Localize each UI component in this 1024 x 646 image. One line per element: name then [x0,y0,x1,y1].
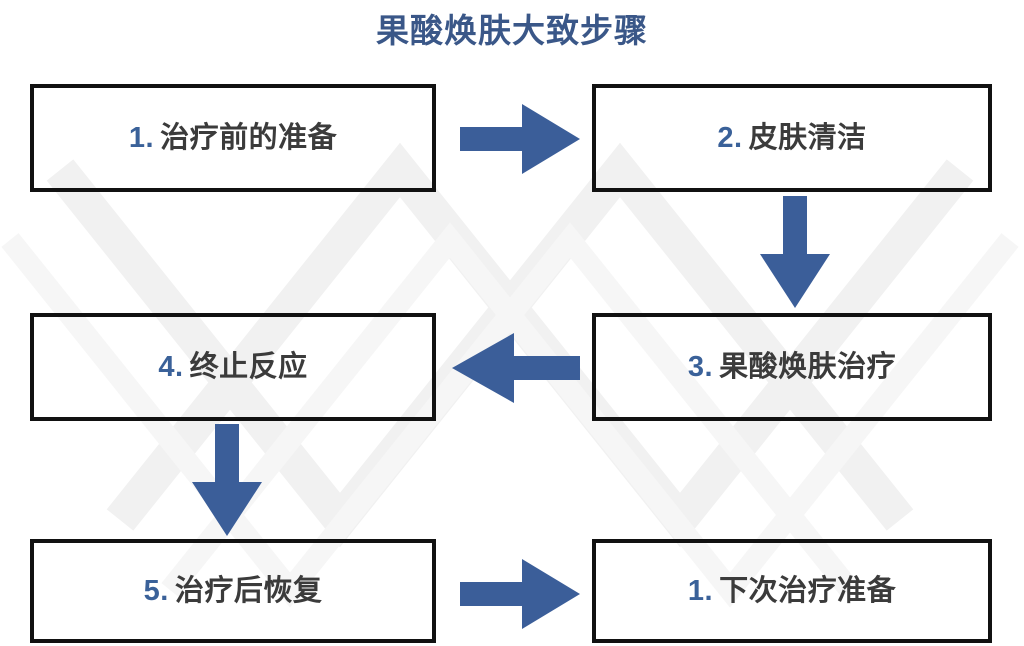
flow-node-step-3[interactable]: 3.果酸焕肤治疗 [592,313,992,421]
arrow-right-icon-step1-to-step2 [460,104,580,174]
flow-node-text: 下次治疗准备 [719,574,897,607]
flow-node-label: 2.皮肤清洁 [717,121,867,154]
arrow-down-icon-step2-to-step3 [760,196,830,308]
flow-node-text: 皮肤清洁 [748,121,867,154]
flow-node-label: 5.治疗后恢复 [143,574,323,607]
flow-node-number: 1. [687,574,714,607]
arrow-left-icon-step3-to-step4 [452,333,580,403]
flow-node-step-next[interactable]: 1.下次治疗准备 [592,539,992,643]
flow-node-number: 5. [143,574,169,607]
flow-node-step-2[interactable]: 2.皮肤清洁 [592,84,992,192]
flow-node-number: 1. [128,121,155,154]
arrow-down-icon-step4-to-step5 [192,424,262,536]
flow-node-text: 治疗后恢复 [174,574,323,607]
flow-node-text: 果酸焕肤治疗 [719,350,897,383]
flow-node-text: 治疗前的准备 [160,121,338,154]
flow-node-step-5[interactable]: 5.治疗后恢复 [30,539,436,643]
flow-node-label: 1.下次治疗准备 [687,574,897,607]
flow-node-label: 1.治疗前的准备 [128,121,338,154]
page-title: 果酸焕肤大致步骤 [376,12,648,49]
flow-node-number: 4. [158,350,184,383]
flow-node-number: 3. [687,350,714,383]
flow-node-label: 3.果酸焕肤治疗 [687,350,897,383]
flow-node-label: 4.终止反应 [158,350,308,383]
flow-node-number: 2. [717,121,743,154]
arrow-right-icon-step5-to-next [460,559,580,629]
flow-node-text: 终止反应 [189,350,308,383]
flow-node-step-4[interactable]: 4.终止反应 [30,313,436,421]
flow-node-step-1[interactable]: 1.治疗前的准备 [30,84,436,192]
